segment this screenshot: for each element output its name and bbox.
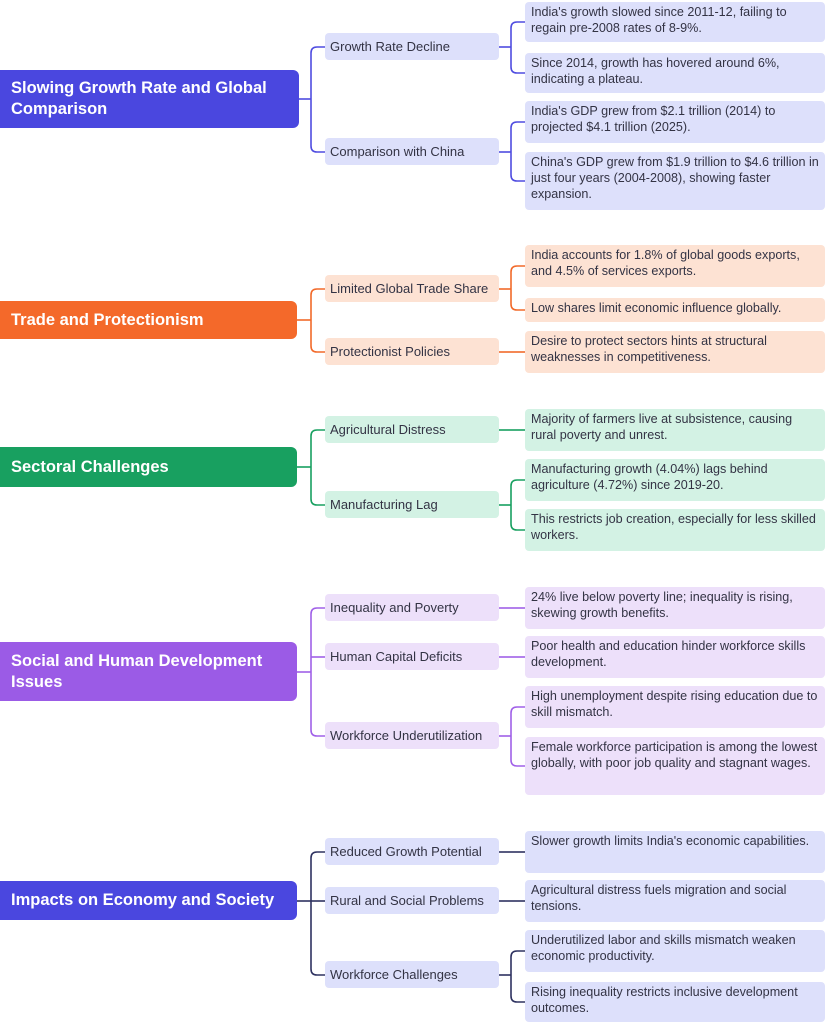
connector-line [510,121,525,152]
branch-title: Trade and Protectionism [11,310,204,329]
node-manufacturing-lag: Manufacturing Lag [325,491,499,518]
connector-line [510,505,525,531]
node-agricultural-distress: Agricultural Distress [325,416,499,443]
leaf-india-gdp: India's GDP grew from $2.1 trillion (201… [525,101,825,143]
connector-line [510,479,525,505]
connector-line [310,99,325,153]
connector-line [510,706,525,736]
connector-line [310,320,325,353]
node-inequality-poverty: Inequality and Poverty [325,594,499,621]
branch-title: Sectoral Challenges [11,457,169,476]
node-reduced-growth-potential: Reduced Growth Potential [325,838,499,865]
branch-title: Slowing Growth Rate and Global Compariso… [11,79,267,118]
branch-sectoral-challenges: Sectoral Challenges [0,447,297,487]
connector-line [310,46,325,99]
leaf-protect-sectors: Desire to protect sectors hints at struc… [525,331,825,373]
connector-line [510,736,525,767]
node-rural-social-problems: Rural and Social Problems [325,887,499,914]
leaf-low-influence: Low shares limit economic influence glob… [525,298,825,322]
leaf-growth-plateau: Since 2014, growth has hovered around 6%… [525,53,825,93]
leaf-slower-growth: Slower growth limits India's economic ca… [525,831,825,873]
connector-line [510,950,525,975]
leaf-poverty-line: 24% live below poverty line; inequality … [525,587,825,629]
node-human-capital-deficits: Human Capital Deficits [325,643,499,670]
connector-line [310,672,325,737]
node-workforce-challenges: Workforce Challenges [325,961,499,988]
leaf-export-share: India accounts for 1.8% of global goods … [525,245,825,287]
node-workforce-underutilization: Workforce Underutilization [325,722,499,749]
leaf-manufacturing-growth: Manufacturing growth (4.04%) lags behind… [525,459,825,501]
node-protectionist-policies: Protectionist Policies [325,338,499,365]
branch-trade-protectionism: Trade and Protectionism [0,301,297,339]
leaf-china-gdp: China's GDP grew from $1.9 trillion to $… [525,152,825,210]
connector-line [310,467,325,506]
connector-line [510,265,525,289]
branch-impacts-economy-society: Impacts on Economy and Society [0,881,297,920]
node-comparison-with-china: Comparison with China [325,138,499,165]
connector-line [310,851,325,901]
connector-line [310,429,325,467]
leaf-skills-productivity: Underutilized labor and skills mismatch … [525,930,825,972]
node-growth-rate-decline: Growth Rate Decline [325,33,499,60]
leaf-inclusive-development: Rising inequality restricts inclusive de… [525,982,825,1022]
connector-line [310,288,325,320]
connector-line [310,901,325,976]
node-limited-trade-share: Limited Global Trade Share [325,275,499,302]
branch-slowing-growth: Slowing Growth Rate and Global Compariso… [0,70,299,128]
leaf-job-creation: This restricts job creation, especially … [525,509,825,551]
connector-line [510,152,525,182]
connector-line [310,607,325,672]
connector-line [510,289,525,311]
leaf-growth-slowed: India's growth slowed since 2011-12, fai… [525,2,825,42]
branch-social-human-development: Social and Human Development Issues [0,642,297,701]
leaf-subsistence-farmers: Majority of farmers live at subsistence,… [525,409,825,451]
connector-line [510,975,525,1003]
leaf-skill-mismatch: High unemployment despite rising educati… [525,686,825,728]
connector-line [510,47,525,74]
branch-title: Social and Human Development Issues [11,651,263,691]
connector-line [510,21,525,47]
leaf-migration-tensions: Agricultural distress fuels migration an… [525,880,825,922]
branch-title: Impacts on Economy and Society [11,891,275,909]
leaf-female-participation: Female workforce participation is among … [525,737,825,795]
leaf-health-education: Poor health and education hinder workfor… [525,636,825,678]
